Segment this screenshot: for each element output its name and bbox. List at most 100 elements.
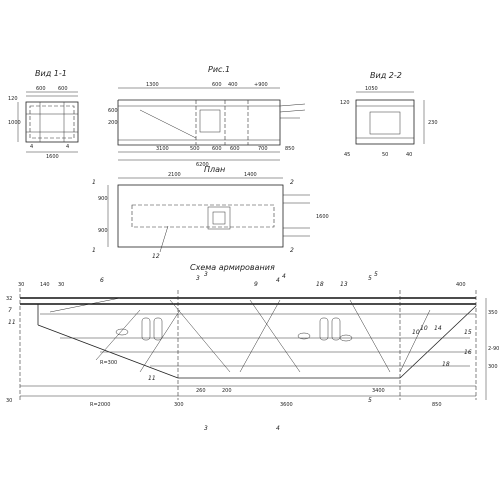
- figure-1-outline: [117, 99, 281, 146]
- drawing-line: [139, 309, 181, 373]
- dimension-label: 18: [316, 281, 324, 288]
- drawing-line: [349, 299, 391, 373]
- dimension-label: 1300: [146, 82, 159, 88]
- dimension-label: 350: [488, 310, 498, 316]
- dimension-label: 1600: [316, 214, 329, 220]
- view-1-1-title: Вид 1-1: [35, 69, 67, 78]
- dimension-label: 18: [442, 361, 450, 368]
- dimension-label: 1600: [46, 154, 59, 160]
- dimension-label: 700: [258, 146, 268, 152]
- drawing-line: [199, 109, 221, 133]
- dimension-label: 120: [340, 100, 350, 106]
- drawing-line: [49, 297, 121, 313]
- dimension-label: 30: [6, 398, 12, 404]
- drawing-line: [29, 105, 75, 139]
- dimension-label: 1050: [365, 86, 378, 92]
- dimension-label: 4: [66, 144, 69, 150]
- drawing-line: [153, 317, 163, 341]
- dimension-label: 2100: [168, 172, 181, 178]
- plan-view: План 2100 1400 900 900 1600 12 1 1 2 2: [92, 165, 329, 260]
- figure-1: Рис.1 1300 600 400 +900 3100 600 600 700…: [108, 65, 306, 168]
- dimension-label: 10: [412, 329, 420, 336]
- dimension-label: 16: [464, 349, 472, 356]
- drawing-line: [212, 211, 226, 225]
- drawing-line: [249, 299, 301, 373]
- dimension-label: 900: [98, 228, 108, 234]
- dimension-label: 600: [230, 146, 240, 152]
- dimension-label: 13: [340, 281, 348, 288]
- dimension-label: 400: [456, 282, 466, 288]
- dimension-label: 32: [6, 296, 12, 302]
- dimension-label: 3: [196, 275, 200, 282]
- plan-outline: [117, 184, 284, 248]
- dimension-label: 30: [18, 282, 24, 288]
- dimension-label: 200: [108, 120, 118, 126]
- dimension-label: 11: [8, 319, 16, 326]
- dimension-label: 3: [204, 425, 208, 432]
- drawing-line: [139, 109, 197, 139]
- dimension-label: 3100: [156, 146, 169, 152]
- drawing-line: [279, 109, 306, 113]
- drawing-line: [399, 309, 431, 373]
- dimension-label: 2-90: [488, 346, 499, 352]
- dimension-label: 4: [276, 277, 280, 284]
- dimension-label: R=300: [100, 360, 117, 366]
- drawing-line: [37, 324, 179, 379]
- drawing-line: [207, 206, 231, 230]
- dimension-label: 500: [190, 146, 200, 152]
- dimension-label: 4: [30, 144, 33, 150]
- dimension-label: 600: [108, 108, 118, 114]
- dimension-label: 120: [8, 96, 18, 102]
- dimension-label: 15: [464, 329, 472, 336]
- view-2-2-outline: [355, 99, 415, 145]
- dimension-label: 260: [196, 388, 206, 394]
- drawing-line: [115, 328, 129, 336]
- dimension-label: 900: [98, 196, 108, 202]
- dimension-label: 600: [36, 86, 46, 92]
- dimension-label: 1000: [8, 120, 21, 126]
- dimension-label: 30: [58, 282, 64, 288]
- drawing-line: [141, 317, 151, 341]
- drawing-line: [319, 317, 329, 341]
- dimension-label: 600: [212, 82, 222, 88]
- dimension-label: 1: [92, 179, 96, 186]
- dimension-label: 3400: [372, 388, 385, 394]
- drawing-line: [339, 334, 353, 342]
- dimension-label: 600: [212, 146, 222, 152]
- dimension-label: 4: [276, 425, 280, 432]
- dimension-label: 50: [382, 152, 388, 158]
- figure-1-title: Рис.1: [208, 65, 230, 74]
- drawing-line: [369, 111, 401, 135]
- drawing-line: [131, 204, 275, 228]
- view-1-1-outline: [25, 101, 79, 143]
- dimension-label: 11: [148, 375, 156, 382]
- dimension-label: 300: [488, 364, 498, 370]
- dimension-label: 45: [344, 152, 350, 158]
- plan-title: План: [204, 165, 225, 174]
- drawing-line: [159, 225, 169, 253]
- dimension-label: 6: [100, 277, 104, 284]
- drawing-line: [399, 305, 477, 379]
- view-2-2-title: Вид 2-2: [370, 71, 402, 80]
- dimension-label: 40: [406, 152, 412, 158]
- drawing-line: [297, 332, 311, 340]
- drawing-line: [279, 103, 306, 107]
- dimension-label: 3600: [280, 402, 293, 408]
- drawing-line: [331, 317, 341, 341]
- dimension-label: 2: [290, 179, 294, 186]
- view-2-2: Вид 2-2 120 1050 230 45 50 40: [340, 71, 438, 158]
- dimension-label: 2: [290, 247, 294, 254]
- drawing-line: [239, 299, 281, 373]
- dimension-label: 200: [222, 388, 232, 394]
- dimension-label: 5: [368, 275, 372, 282]
- dimension-label: 140: [40, 282, 50, 288]
- reinforcement-scheme: Схема армирования: [6, 263, 499, 432]
- dimension-label: 850: [285, 146, 295, 152]
- scheme-title: Схема армирования: [190, 263, 275, 272]
- dimension-label: 5: [374, 271, 378, 278]
- dimension-label: 7: [8, 307, 12, 314]
- dimension-label: 6200: [196, 162, 209, 168]
- dimension-label: R=2000: [90, 402, 110, 408]
- dimension-label: 600: [58, 86, 68, 92]
